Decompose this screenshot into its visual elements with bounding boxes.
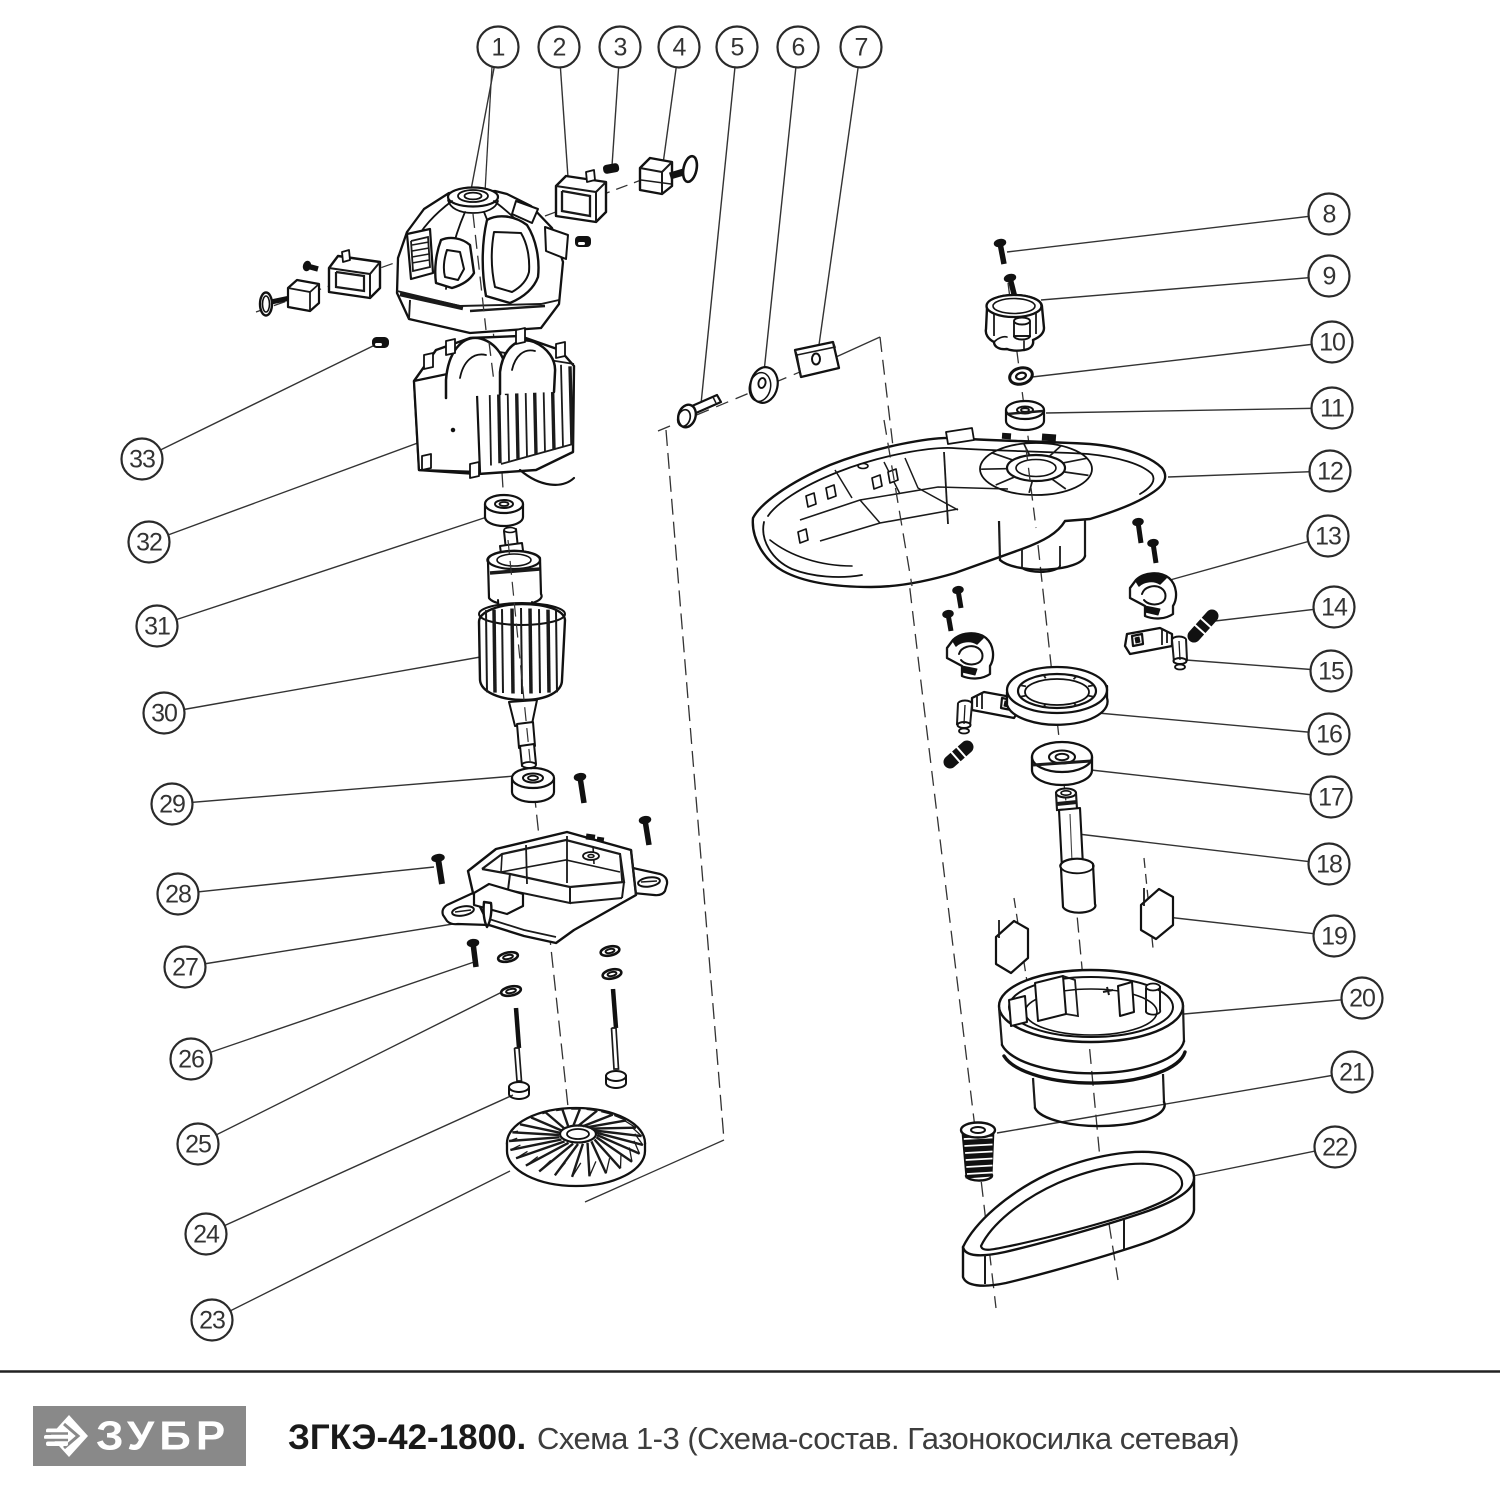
svg-text:6: 6 xyxy=(792,34,805,62)
svg-text:33: 33 xyxy=(129,446,155,474)
svg-text:20: 20 xyxy=(1349,985,1375,1013)
svg-text:31: 31 xyxy=(144,613,170,641)
svg-text:3: 3 xyxy=(614,34,627,62)
svg-text:Схема 1-3 (Схема-состав. Газон: Схема 1-3 (Схема-состав. Газонокосилка с… xyxy=(537,1421,1239,1456)
svg-text:8: 8 xyxy=(1323,201,1336,229)
svg-text:12: 12 xyxy=(1317,458,1343,486)
svg-text:11: 11 xyxy=(1320,395,1344,423)
svg-text:4: 4 xyxy=(673,34,687,62)
svg-text:2: 2 xyxy=(553,34,566,62)
svg-text:16: 16 xyxy=(1316,721,1342,749)
svg-text:29: 29 xyxy=(159,791,185,819)
svg-text:24: 24 xyxy=(193,1221,220,1249)
svg-text:1: 1 xyxy=(492,34,505,62)
svg-text:27: 27 xyxy=(172,954,198,982)
svg-text:23: 23 xyxy=(199,1307,225,1335)
svg-text:32: 32 xyxy=(136,529,162,557)
svg-text:28: 28 xyxy=(165,881,191,909)
svg-text:17: 17 xyxy=(1318,784,1344,812)
svg-text:15: 15 xyxy=(1318,658,1344,686)
svg-text:ЗГКЭ-42-1800.: ЗГКЭ-42-1800. xyxy=(288,1418,526,1457)
svg-text:22: 22 xyxy=(1322,1134,1348,1162)
svg-text:21: 21 xyxy=(1339,1059,1365,1087)
svg-text:ЗУБР: ЗУБР xyxy=(96,1414,230,1459)
svg-text:10: 10 xyxy=(1319,329,1345,357)
svg-text:30: 30 xyxy=(151,700,177,728)
svg-text:9: 9 xyxy=(1323,263,1336,291)
svg-text:19: 19 xyxy=(1321,923,1347,951)
svg-text:5: 5 xyxy=(731,34,744,62)
svg-text:7: 7 xyxy=(855,34,868,62)
svg-text:25: 25 xyxy=(185,1131,211,1159)
svg-text:26: 26 xyxy=(178,1046,204,1074)
svg-text:14: 14 xyxy=(1321,594,1348,622)
svg-text:13: 13 xyxy=(1315,523,1341,551)
svg-text:18: 18 xyxy=(1316,851,1342,879)
